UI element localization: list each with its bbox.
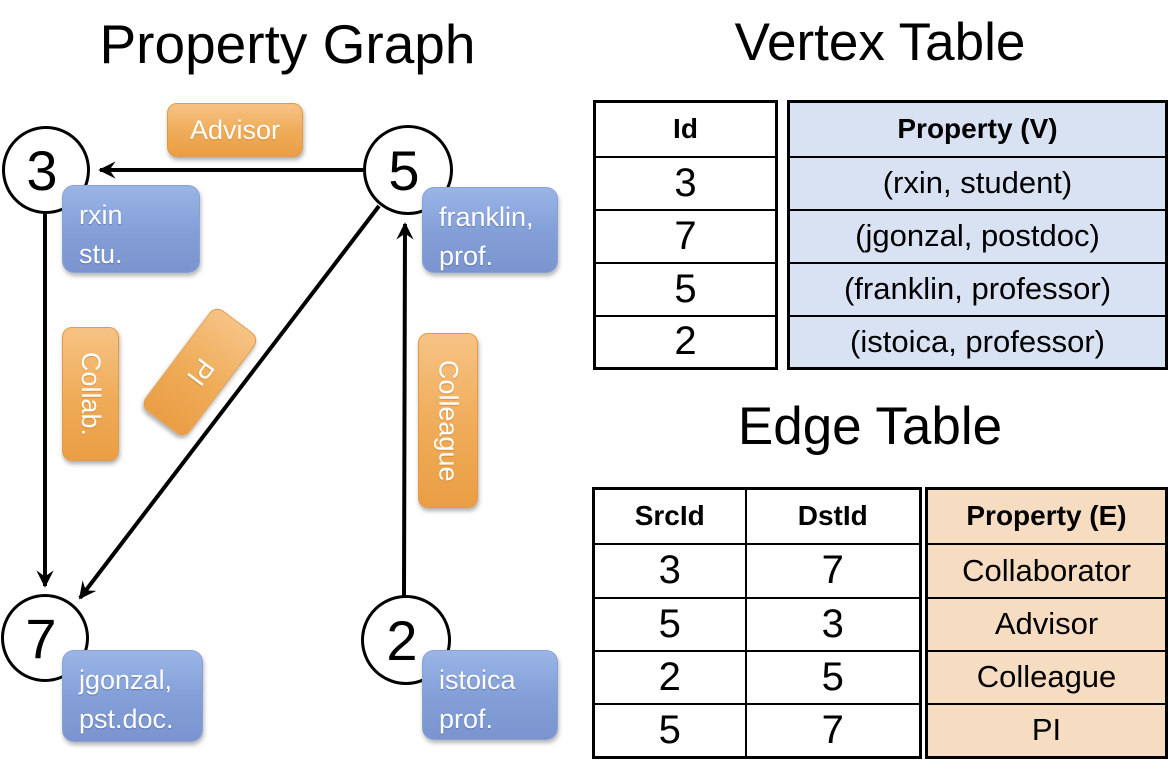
vertex-property-line: franklin,	[439, 202, 534, 232]
vertex-property-box-3: rxin stu.	[62, 185, 200, 273]
table-cell: Colleague	[925, 649, 1168, 705]
table-cell: PI	[925, 702, 1168, 759]
vertex-property-box-7: jgonzal, pst.doc.	[62, 650, 203, 742]
table-cell: 5	[592, 702, 747, 759]
column-header-srcid: SrcId	[592, 487, 747, 545]
vertex-id-label: 2	[386, 608, 418, 672]
graph-edges-layer	[36, 161, 414, 600]
edge-label-text: PI	[180, 353, 221, 392]
table-cell: 2	[593, 314, 778, 370]
edge-label-colleague: Colleague	[418, 333, 478, 508]
table-cell: 7	[744, 542, 922, 599]
column-header-id: Id	[593, 100, 778, 158]
edge-pi-5-to-7	[78, 204, 381, 600]
vertex-property-line: stu.	[79, 239, 123, 270]
table-cell: 7	[593, 208, 778, 264]
vertex-table-property-column: Property (V) (rxin, student) (jgonzal, p…	[787, 100, 1168, 370]
column-header-property-e: Property (E)	[925, 487, 1168, 545]
table-cell: (jgonzal, postdoc)	[787, 208, 1168, 264]
table-cell: 3	[593, 155, 778, 211]
table-cell: (istoica, professor)	[787, 314, 1168, 370]
edge-table-src-dst-columns: SrcId DstId 3 7 5 3 2 5 5 7	[592, 487, 922, 759]
vertex-table-title: Vertex Table	[734, 13, 1026, 72]
edge-label-text: Colleague	[433, 359, 464, 482]
table-cell: Collaborator	[925, 542, 1168, 599]
edge-label-text: Advisor	[189, 114, 281, 145]
table-cell: 5	[744, 649, 922, 705]
vertex-node-5: 5	[363, 125, 453, 215]
edge-label-advisor: Advisor	[167, 103, 303, 157]
vertex-property-box-2: istoica prof.	[422, 650, 558, 740]
vertex-table-id-column: Id 3 7 5 2	[593, 100, 778, 370]
vertex-property-line: istoica	[439, 665, 516, 695]
edge-colleague-2-to-5	[396, 222, 414, 597]
vertex-property-line: pst.doc.	[79, 704, 174, 735]
vertex-id-label: 5	[388, 138, 420, 202]
edge-table-title: Edge Table	[737, 397, 1003, 456]
vertex-property-line: prof.	[439, 241, 494, 272]
edge-table-property-column: Property (E) Collaborator Advisor Collea…	[925, 487, 1168, 759]
table-cell: 7	[744, 702, 922, 759]
table-cell: 5	[593, 261, 778, 317]
vertex-id-label: 3	[26, 138, 58, 202]
edge-label-text: Collab.	[76, 351, 106, 437]
vertex-id-label: 7	[25, 606, 57, 670]
vertex-property-box-5: franklin, prof.	[422, 187, 558, 273]
edge-label-collab: Collab.	[62, 327, 119, 461]
property-graph-title: Property Graph	[99, 13, 476, 75]
table-cell: (rxin, student)	[787, 155, 1168, 211]
vertex-property-line: jgonzal,	[79, 665, 173, 695]
table-cell: 3	[592, 542, 747, 599]
vertex-node-2: 2	[361, 595, 451, 685]
table-cell: 2	[592, 649, 747, 705]
table-cell: 3	[744, 596, 922, 652]
table-cell: 5	[592, 596, 747, 652]
column-header-property-v: Property (V)	[787, 100, 1168, 158]
table-cell: (franklin, professor)	[787, 261, 1168, 317]
vertex-property-line: rxin	[79, 200, 123, 230]
table-cell: Advisor	[925, 596, 1168, 652]
vertex-property-line: prof.	[439, 704, 494, 735]
column-header-dstid: DstId	[744, 487, 922, 545]
